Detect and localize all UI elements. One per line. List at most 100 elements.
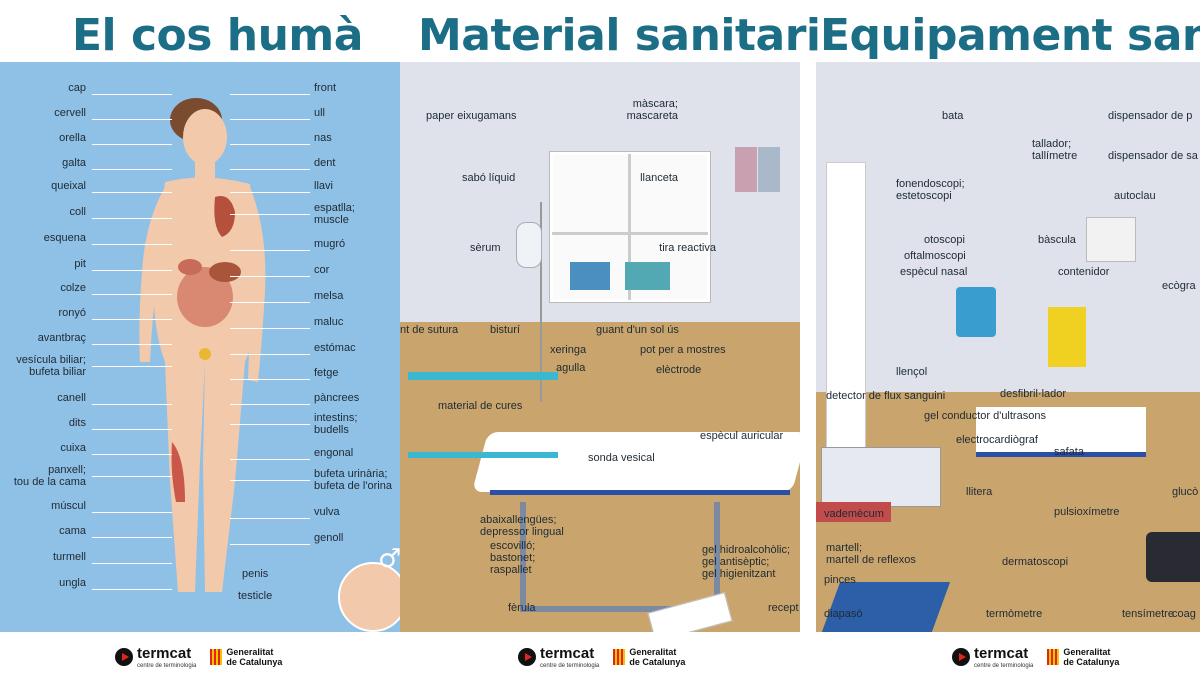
body-label-19-leader bbox=[92, 589, 172, 590]
body-label-r9: maluc bbox=[314, 316, 344, 328]
equip-label-coag: coag bbox=[1172, 608, 1196, 620]
body-label-r4-leader bbox=[230, 192, 310, 193]
title-body: El cos humà bbox=[72, 10, 363, 61]
body-label-12: canell bbox=[57, 392, 86, 404]
body-label-r2: nas bbox=[314, 132, 332, 144]
material-label-especul_aur: espècul auricular bbox=[700, 430, 784, 442]
material-label-tira: tira reactiva bbox=[659, 242, 716, 254]
termcat-icon bbox=[952, 647, 970, 666]
body-label-4-leader bbox=[92, 192, 172, 193]
body-illustration bbox=[139, 98, 266, 592]
termcat-name: termcat bbox=[974, 644, 1029, 662]
body-label-7-leader bbox=[92, 270, 172, 271]
material-label-agulla: agulla bbox=[556, 362, 586, 374]
body-label-r6: mugró bbox=[314, 238, 346, 250]
gen-line2: de Catalunya bbox=[629, 656, 686, 667]
title-equipment: Equipament sanit bbox=[820, 10, 1200, 61]
material-label-abaix: abaixallengües;depressor lingual bbox=[480, 514, 564, 538]
body-label-r15-leader bbox=[230, 480, 310, 481]
material-label-mascara: màscara;mascareta bbox=[626, 98, 678, 122]
material-label-guant: guant d'un sol ús bbox=[596, 324, 679, 336]
male-symbol-icon: ♂ bbox=[378, 544, 400, 574]
material-label-recept: recept bbox=[768, 602, 799, 614]
body-label-5-leader bbox=[92, 218, 172, 219]
body-label-10-leader bbox=[92, 344, 172, 345]
body-label-9-leader bbox=[92, 319, 172, 320]
body-label-6-leader bbox=[92, 244, 172, 245]
senyera-icon bbox=[1047, 648, 1060, 665]
body-label-2: orella bbox=[59, 132, 86, 144]
body-label-r14: engonal bbox=[314, 447, 354, 459]
body-label-r1-leader bbox=[230, 119, 310, 120]
body-label-r5: espatlla;muscle bbox=[314, 202, 355, 226]
gen-line2: de Catalunya bbox=[1063, 656, 1120, 667]
material-label-escovillo: escovilló;bastonet;raspallet bbox=[490, 540, 536, 576]
body-label-13: dits bbox=[68, 417, 86, 429]
senyera-icon bbox=[613, 648, 626, 665]
termcat-icon bbox=[518, 647, 536, 666]
body-label-12-leader bbox=[92, 404, 172, 405]
body-label-r8: melsa bbox=[314, 290, 344, 302]
body-label-r1: ull bbox=[314, 107, 326, 119]
equip-label-tallador: tallador;tallímetre bbox=[1032, 138, 1078, 162]
body-label-3-leader bbox=[92, 169, 172, 170]
equip-label-tensimetre: tensímetre bbox=[1122, 608, 1174, 620]
body-label-1-leader bbox=[92, 119, 172, 120]
body-label-r11-leader bbox=[230, 379, 310, 380]
material-label-ferula: fèrula bbox=[508, 602, 536, 614]
termcat-icon bbox=[115, 647, 133, 666]
body-label-r7-leader bbox=[230, 276, 310, 277]
equip-label-safata: safata bbox=[1054, 446, 1084, 458]
body-label-0: cap bbox=[68, 82, 86, 94]
body-label-r5-leader bbox=[230, 214, 310, 215]
equip-label-glucom: glucò bbox=[1172, 486, 1199, 498]
equip-label-martell: martell;martell de reflexos bbox=[826, 542, 916, 566]
body-label-r13-leader bbox=[230, 424, 310, 425]
equip-label-pinces: pinces bbox=[824, 574, 856, 586]
label-penis: penis bbox=[242, 568, 269, 580]
material-label-sutura: nt de sutura bbox=[400, 324, 459, 336]
body-label-r12-leader bbox=[230, 404, 310, 405]
equip-label-detector: detector de flux sanguini bbox=[826, 390, 946, 402]
body-label-3: galta bbox=[62, 157, 86, 169]
equip-label-pulsio: pulsioxímetre bbox=[1054, 506, 1120, 518]
body-label-r4: llavi bbox=[314, 180, 333, 192]
body-label-4: queixal bbox=[51, 180, 86, 192]
body-label-r2-leader bbox=[230, 144, 310, 145]
equip-label-especul_nas: espècul nasal bbox=[900, 266, 968, 278]
gen-line2: de Catalunya bbox=[226, 656, 283, 667]
material-label-cures: material de cures bbox=[438, 400, 523, 412]
body-label-11-leader bbox=[92, 366, 172, 367]
body-label-2-leader bbox=[92, 144, 172, 145]
male-inset bbox=[338, 562, 400, 632]
body-label-1: cervell bbox=[54, 107, 86, 119]
equip-label-contenidor: contenidor bbox=[1058, 266, 1110, 278]
body-label-14: cuixa bbox=[60, 442, 86, 454]
body-label-9: ronyó bbox=[58, 307, 86, 319]
equip-label-autoclau: autoclau bbox=[1114, 190, 1156, 202]
body-label-r10-leader bbox=[230, 354, 310, 355]
equip-label-otoscopi: otoscopi bbox=[924, 234, 965, 246]
material-label-paper: paper eixugamans bbox=[426, 110, 517, 122]
body-label-r3-leader bbox=[230, 169, 310, 170]
equip-label-termometre: termòmetre bbox=[986, 608, 1043, 620]
equip-label-bascula: bàscula bbox=[1038, 234, 1076, 246]
material-label-bisturi: bisturí bbox=[490, 324, 520, 336]
body-label-r17-leader bbox=[230, 544, 310, 545]
termcat-sub: centre de terminologia bbox=[540, 662, 600, 669]
senyera-icon bbox=[210, 648, 223, 665]
equip-label-desfib: desfibril·lador bbox=[1000, 388, 1067, 400]
body-label-15: panxell;tou de la cama bbox=[13, 464, 86, 488]
gen-line1: Generalitat bbox=[226, 646, 274, 657]
body-label-r16-leader bbox=[230, 518, 310, 519]
equip-label-vademecum: vademècum bbox=[824, 508, 884, 520]
body-label-r0: front bbox=[314, 82, 337, 94]
body-label-r9-leader bbox=[230, 328, 310, 329]
body-label-r10: estómac bbox=[314, 342, 356, 354]
material-label-electrode: elèctrode bbox=[656, 364, 702, 376]
body-label-15-leader bbox=[92, 476, 172, 477]
